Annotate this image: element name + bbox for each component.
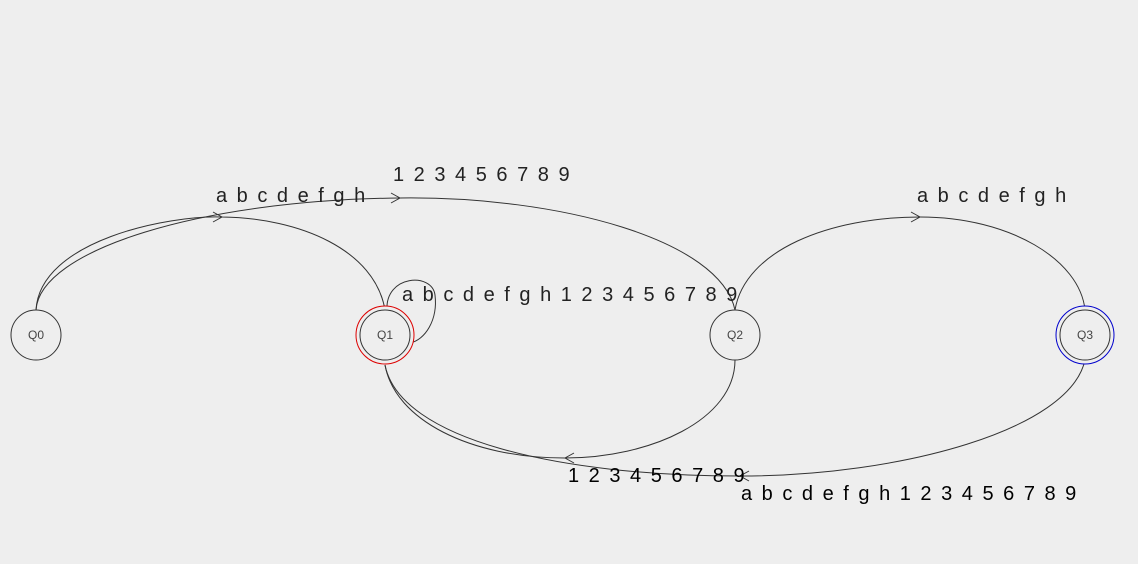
arrow-q0-q2 bbox=[390, 192, 402, 204]
state-q2[interactable]: Q2 bbox=[709, 309, 761, 361]
arrow-q2-q3 bbox=[910, 211, 922, 223]
label-q3-q1: a b c d e f g h 1 2 3 4 5 6 7 8 9 bbox=[741, 483, 1078, 505]
state-label-q2: Q2 bbox=[727, 328, 743, 342]
label-q1-self: a b c d e f g h 1 2 3 4 5 6 7 8 9 bbox=[402, 284, 739, 306]
edge-q0-q1 bbox=[35, 216, 386, 311]
state-label-q3: Q3 bbox=[1077, 328, 1093, 342]
state-q0[interactable]: Q0 bbox=[10, 309, 62, 361]
edge-q1-self bbox=[386, 279, 436, 344]
state-circle bbox=[1059, 309, 1111, 361]
arrow-q0-q1 bbox=[212, 211, 224, 223]
label-q0-q2: 1 2 3 4 5 6 7 8 9 bbox=[393, 164, 572, 186]
state-q1[interactable]: Q1 bbox=[355, 305, 415, 365]
label-q0-q1: a b c d e f g h bbox=[216, 185, 367, 207]
edge-q2-q3 bbox=[734, 216, 1086, 311]
label-q2-q1: 1 2 3 4 5 6 7 8 9 bbox=[568, 465, 747, 487]
edge-labels: a b c d e f g h 1 2 3 4 5 6 7 8 9 a b c … bbox=[216, 164, 1078, 505]
edge-q2-q1 bbox=[384, 359, 736, 459]
state-circle bbox=[709, 309, 761, 361]
state-circle bbox=[10, 309, 62, 361]
state-q3[interactable]: Q3 bbox=[1055, 305, 1115, 365]
state-circle bbox=[359, 309, 411, 361]
arrow-q2-q1 bbox=[563, 452, 575, 464]
state-label-q0: Q0 bbox=[28, 328, 44, 342]
states: Q0 Q1 Q2 Q3 bbox=[10, 305, 1115, 365]
state-label-q1: Q1 bbox=[377, 328, 393, 342]
label-q2-q3: a b c d e f g h bbox=[917, 185, 1068, 207]
edges bbox=[35, 192, 1086, 482]
edge-q3-q1 bbox=[384, 359, 1086, 477]
arrow-q3-q1 bbox=[738, 470, 750, 482]
